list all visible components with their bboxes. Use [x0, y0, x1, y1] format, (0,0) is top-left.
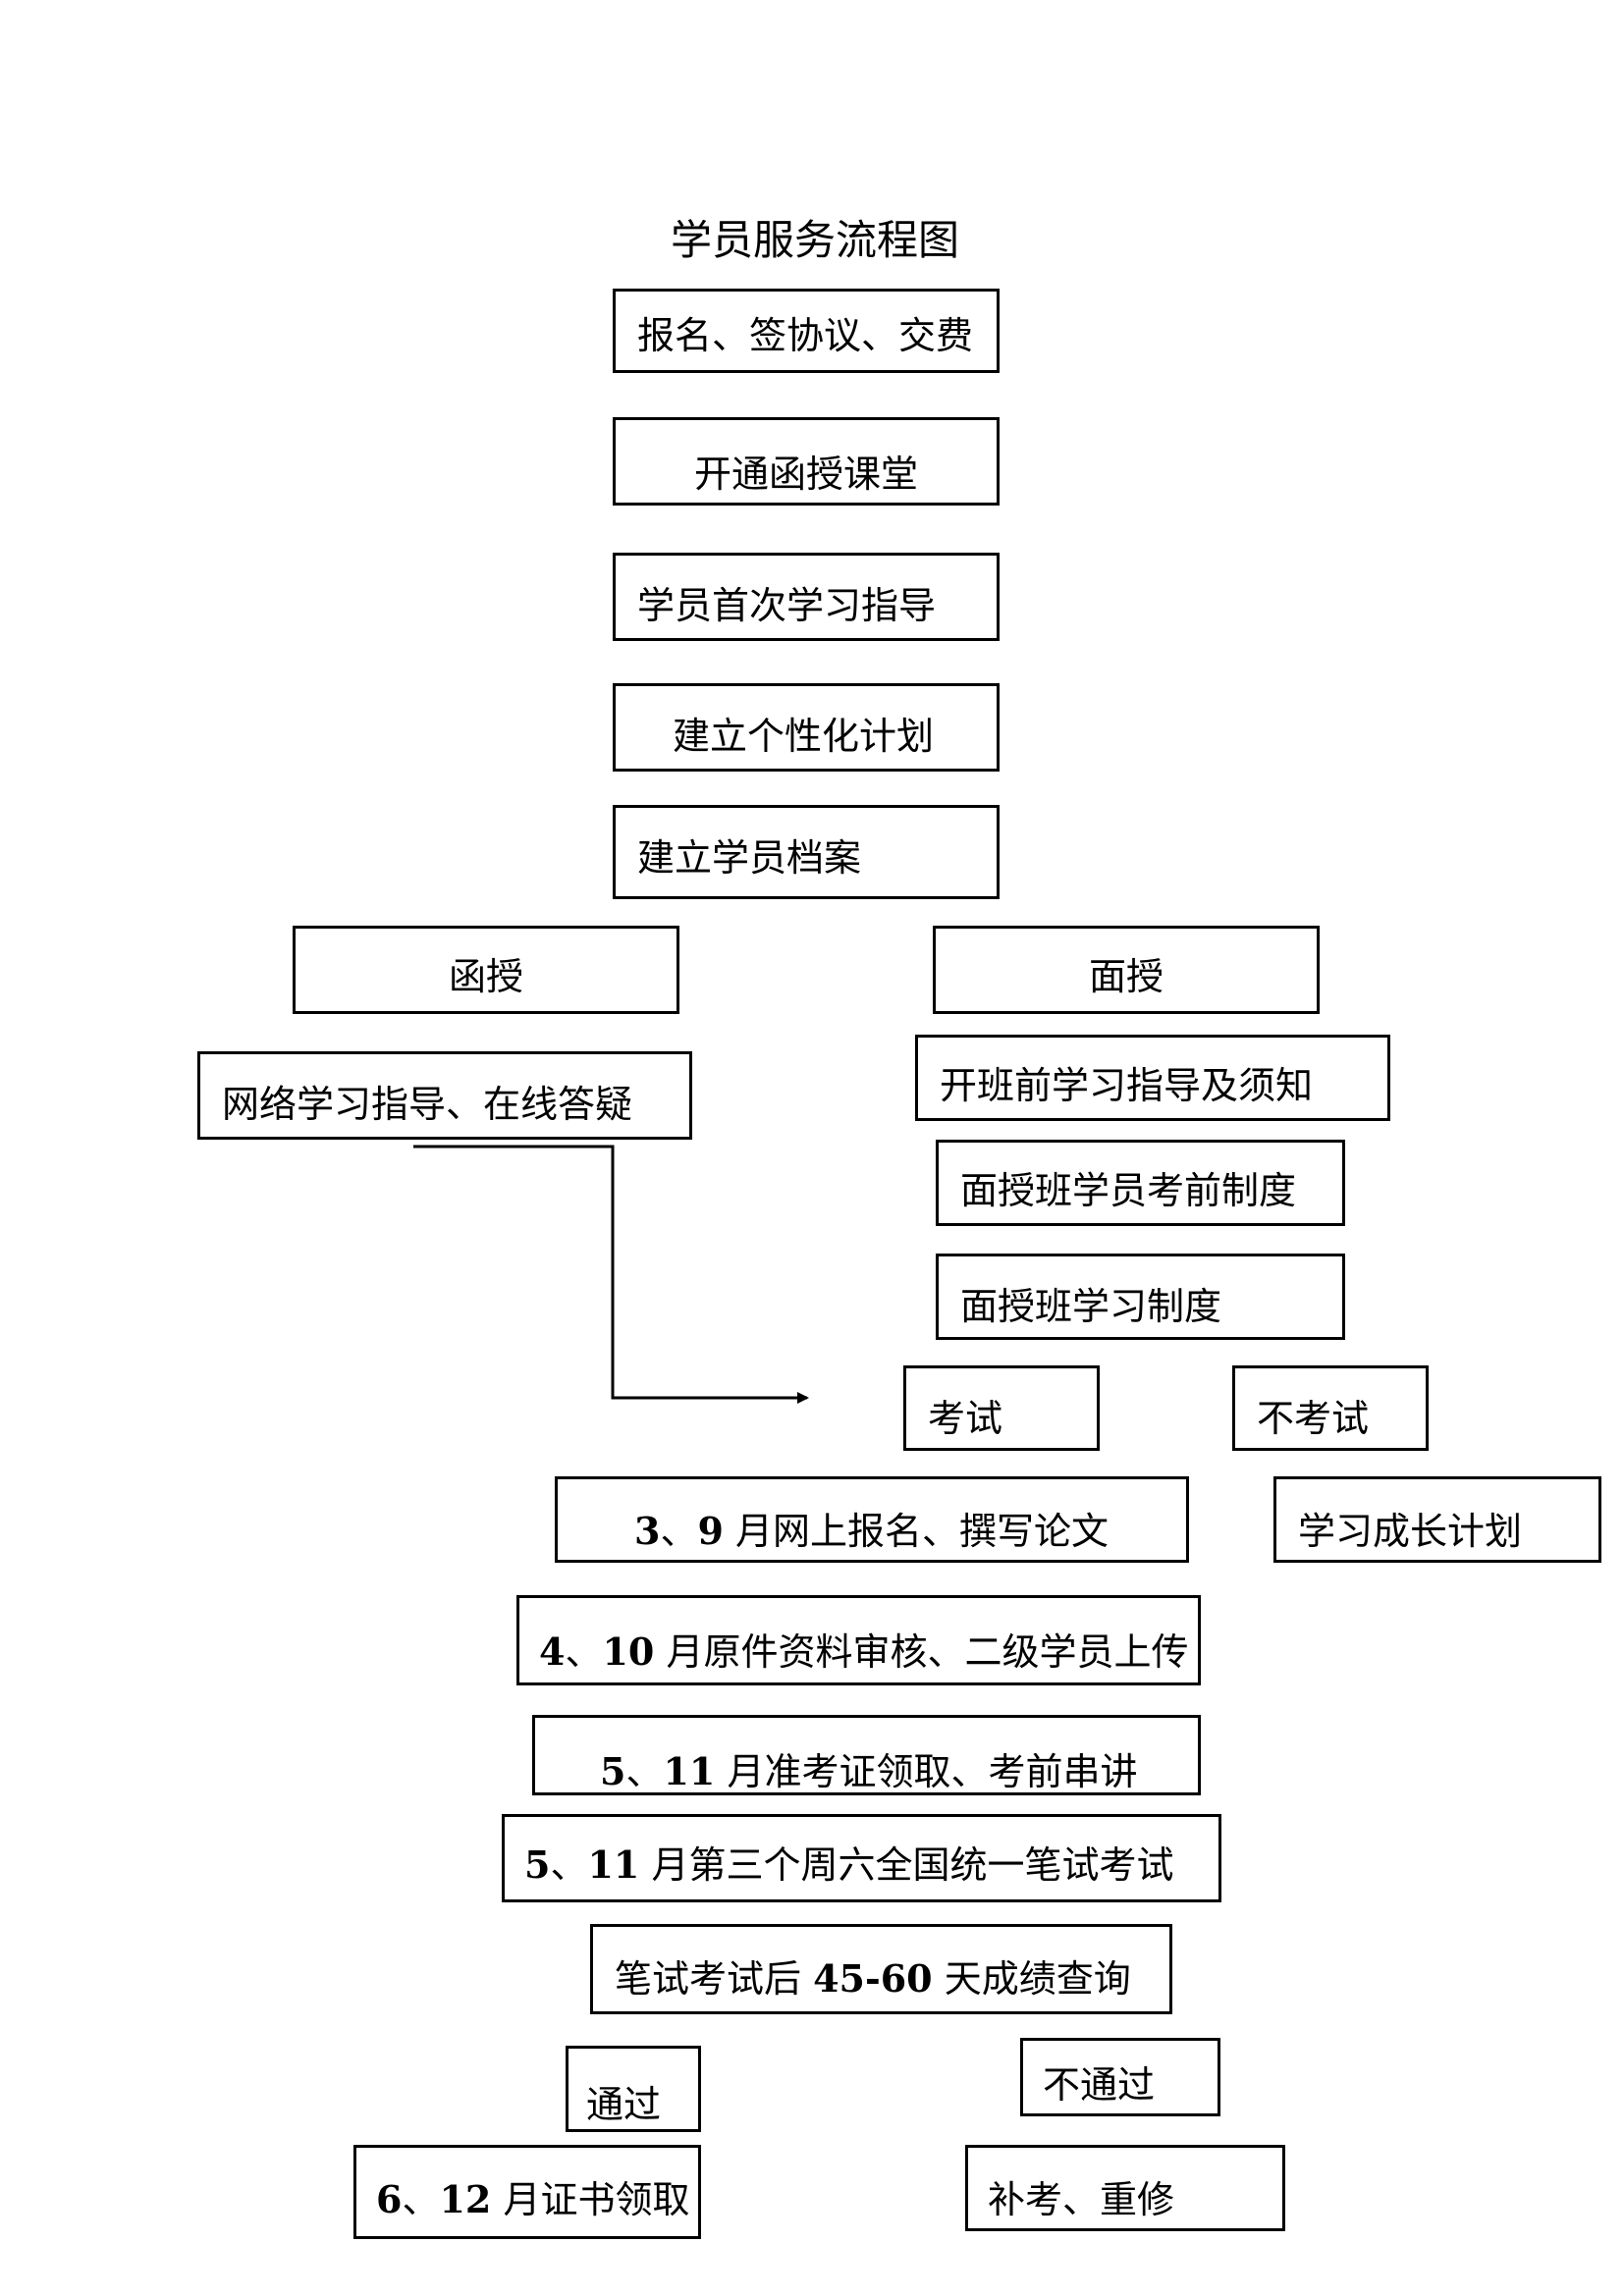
step-student-file-label: 建立学员档案 — [637, 836, 862, 880]
certificate-num2: 12 — [439, 2177, 492, 2221]
certificate-collection: 6、12 月证书领取 — [353, 2145, 701, 2239]
branch-face-to-face: 面授 — [933, 926, 1320, 1014]
branch-correspondence: 函授 — [293, 926, 679, 1014]
connector-online-to-exam — [413, 1145, 809, 1404]
exam-step-written-exam-text: 月第三个周六全国统一笔试考试 — [639, 1843, 1174, 1887]
exam-step-review-num2: 10 — [602, 1629, 655, 1674]
result-pass: 通过 — [566, 2046, 701, 2132]
score-query: 笔试考试后 45-60 天成绩查询 — [590, 1924, 1172, 2014]
pre-class-guidance: 开班前学习指导及须知 — [915, 1035, 1390, 1121]
pre-exam-rules: 面授班学员考前制度 — [936, 1140, 1345, 1226]
score-query-range: 45-60 — [813, 1956, 933, 2001]
study-rules-label: 面授班学习制度 — [960, 1285, 1222, 1328]
branch-face-to-face-label: 面授 — [1088, 955, 1164, 998]
exam-step-admission-num: 5 — [600, 1749, 626, 1793]
step-open-course: 开通函授课堂 — [613, 417, 1000, 506]
study-rules: 面授班学习制度 — [936, 1254, 1345, 1340]
retake-course-label: 补考、重修 — [988, 2178, 1175, 2221]
exam-step-registration-num2: 9 — [697, 1509, 724, 1553]
score-query-suffix: 天成绩查询 — [932, 1957, 1131, 2001]
exam-step-review-sep: 、 — [565, 1630, 603, 1674]
retake-course: 补考、重修 — [965, 2145, 1285, 2231]
step-signup: 报名、签协议、交费 — [613, 289, 1000, 373]
branch-correspondence-label: 函授 — [448, 955, 523, 998]
exam-step-registration-sep: 、 — [660, 1510, 698, 1553]
online-guidance: 网络学习指导、在线答疑 — [197, 1051, 692, 1140]
step-open-course-label: 开通函授课堂 — [693, 453, 918, 496]
exam-step-admission-sep: 、 — [625, 1750, 664, 1793]
exam-step-written-exam: 5、11 月第三个周六全国统一笔试考试 — [502, 1814, 1221, 1902]
step-personal-plan: 建立个性化计划 — [613, 683, 1000, 772]
take-exam-label: 考试 — [928, 1397, 1003, 1440]
certificate-text: 月证书领取 — [491, 2178, 690, 2221]
exam-step-admission-text: 月准考证领取、考前串讲 — [715, 1750, 1138, 1793]
step-personal-plan-label: 建立个性化计划 — [673, 715, 935, 758]
exam-step-written-exam-num: 5 — [524, 1842, 551, 1887]
score-query-prefix: 笔试考试后 — [615, 1957, 814, 2001]
exam-step-review-text: 月原件资料审核、二级学员上传 — [654, 1630, 1189, 1674]
growth-plan-label: 学习成长计划 — [1298, 1510, 1523, 1553]
pre-class-guidance-label: 开班前学习指导及须知 — [940, 1064, 1314, 1107]
pre-exam-rules-label: 面授班学员考前制度 — [960, 1169, 1297, 1212]
exam-step-written-exam-num2: 11 — [587, 1842, 640, 1887]
result-pass-label: 通过 — [586, 2083, 662, 2126]
result-fail-label: 不通过 — [1043, 2063, 1156, 2107]
exam-step-admission-num2: 11 — [663, 1749, 716, 1793]
step-first-guidance-label: 学员首次学习指导 — [637, 584, 937, 627]
page-title: 学员服务流程图 — [670, 216, 959, 264]
take-exam: 考试 — [903, 1365, 1100, 1451]
exam-step-registration: 3、9 月网上报名、撰写论文 — [555, 1476, 1189, 1563]
online-guidance-label: 网络学习指导、在线答疑 — [222, 1083, 633, 1126]
exam-step-admission: 5、11 月准考证领取、考前串讲 — [532, 1715, 1201, 1795]
exam-step-written-exam-sep: 、 — [550, 1843, 588, 1887]
step-signup-label: 报名、签协议、交费 — [637, 314, 974, 357]
growth-plan: 学习成长计划 — [1273, 1476, 1601, 1563]
exam-step-registration-text: 月网上报名、撰写论文 — [723, 1510, 1110, 1553]
step-first-guidance: 学员首次学习指导 — [613, 553, 1000, 641]
no-exam: 不考试 — [1232, 1365, 1429, 1451]
no-exam-label: 不考试 — [1257, 1397, 1370, 1440]
certificate-sep: 、 — [402, 2178, 440, 2221]
exam-step-review: 4、10 月原件资料审核、二级学员上传 — [516, 1595, 1201, 1685]
exam-step-review-num: 4 — [539, 1629, 566, 1674]
exam-step-registration-num: 3 — [634, 1509, 661, 1553]
step-student-file: 建立学员档案 — [613, 805, 1000, 899]
certificate-num: 6 — [376, 2177, 403, 2221]
result-fail: 不通过 — [1020, 2038, 1220, 2116]
